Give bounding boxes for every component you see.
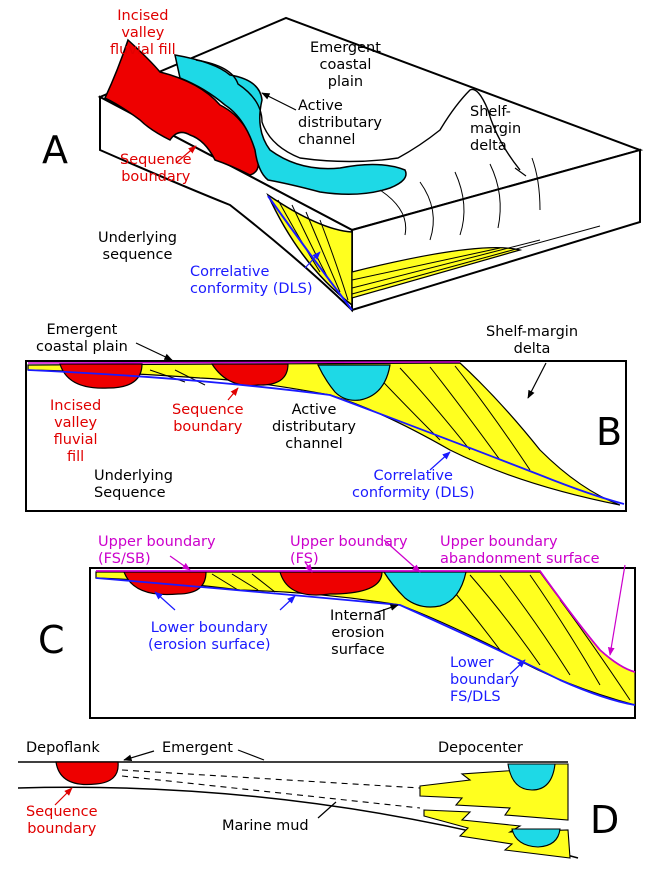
arrow-lower-erosion [154,591,176,611]
depocenter-channel-lower [511,828,561,848]
label-underlying-b: Underlying Sequence [94,468,173,501]
active-channel-c [382,571,467,608]
label-lower-erosion: Lower boundary (erosion surface) [148,620,271,653]
label-correlative-a: Correlative conformity (DLS) [190,264,313,297]
arrow-shelf-delta-b [527,362,547,399]
active-channel-a [174,54,407,195]
arrow-abandonment [607,564,626,656]
label-active-channel-a: Active distributary channel [298,98,382,148]
arrow-sequence-boundary-d [54,787,73,806]
label-upper-abandon: Upper boundary abandonment surface [440,534,600,567]
panel-letter-a: A [42,128,68,172]
arrow-correlative-b [429,451,451,471]
arrow-active-channel-a [261,92,297,111]
label-shelf-delta-a: Shelf- margin delta [470,104,522,154]
surface-line-b [27,361,461,364]
arrow-internal-erosion [374,604,399,614]
arrow-upper-fs-sb [169,555,191,571]
label-upper-fs: Upper boundary (FS) [290,534,408,567]
arrow-sequence-boundary-a [175,145,197,164]
valley-outline [195,59,521,171]
incised-valley-b1 [59,363,143,389]
label-sequence-boundary-d: Sequence boundary [26,804,98,837]
upper-boundary-c [96,570,636,673]
depocenter-channel-upper [507,763,556,791]
panel-a-block-diagram [97,16,644,313]
label-incised-valley-b: Incised valley fluvial fill [50,398,102,465]
marine-mud-dashes [121,769,421,809]
label-depoflank: Depoflank [26,740,100,756]
incised-valley-b2 [210,363,289,387]
label-emergent-plain-a: Emergent coastal plain [310,40,381,90]
panel-b-cross-section [25,360,627,512]
panel-letter-b: B [596,410,623,454]
delta-surface-contours [379,157,541,241]
panel-d-schematic [17,761,579,859]
label-shelf-delta-b: Shelf-margin delta [486,324,579,357]
correlative-conformity-b [27,369,625,505]
label-sequence-boundary-a: Sequence boundary [120,152,192,185]
active-channel-b [317,364,391,401]
arrow-shelf-delta-a [514,167,527,177]
delta-wedge-section [266,192,353,307]
panel-c-cross-section [89,567,636,719]
label-correlative-b: Correlative conformity (DLS) [352,468,475,501]
delta-sand-b [27,362,621,506]
arrow-sequence-boundary-b [227,387,239,401]
label-lower-fs-dls: Lower boundary FS/DLS [450,655,520,705]
depoflank-valley-d [55,761,119,786]
arrow-lower-fs-dls [509,659,526,675]
lower-boundary-c [95,577,636,706]
foresets-b [149,365,531,471]
incised-valley-c2 [279,571,383,596]
label-upper-fs-sb: Upper boundary (FS/SB) [98,534,216,567]
panel-letter-d: D [590,798,620,842]
label-depocenter: Depocenter [438,740,523,756]
delta-front-section [351,247,523,299]
arrow-marine-mud [317,801,337,819]
arrow-upper-boundary-c [383,539,421,573]
label-marine-mud: Marine mud [222,818,309,834]
incised-valley-fill-a [104,38,260,176]
correlative-conformity-a [267,195,353,311]
label-internal-erosion: Internal erosion surface [330,608,386,658]
label-incised-valley-a: Incised valley fluvial fill [110,8,176,58]
arrow-emergent-d [123,750,155,762]
arrow-correlative-a [304,251,321,269]
label-sequence-boundary-b: Sequence boundary [172,402,244,435]
arrow-upper-fs [304,561,313,573]
arrow-emergent-b [135,342,173,361]
label-emergent-plain-b: Emergent coastal plain [36,322,128,355]
arrow-emergent-d-2 [237,749,265,761]
arrow-lower-erosion-2 [279,595,296,611]
label-underlying-a: Underlying sequence [98,230,177,263]
panel-letter-c: C [38,618,65,662]
label-emergent-d: Emergent [162,740,233,756]
block-left-face [99,95,353,313]
label-active-channel-b: Active distributary channel [272,402,356,452]
